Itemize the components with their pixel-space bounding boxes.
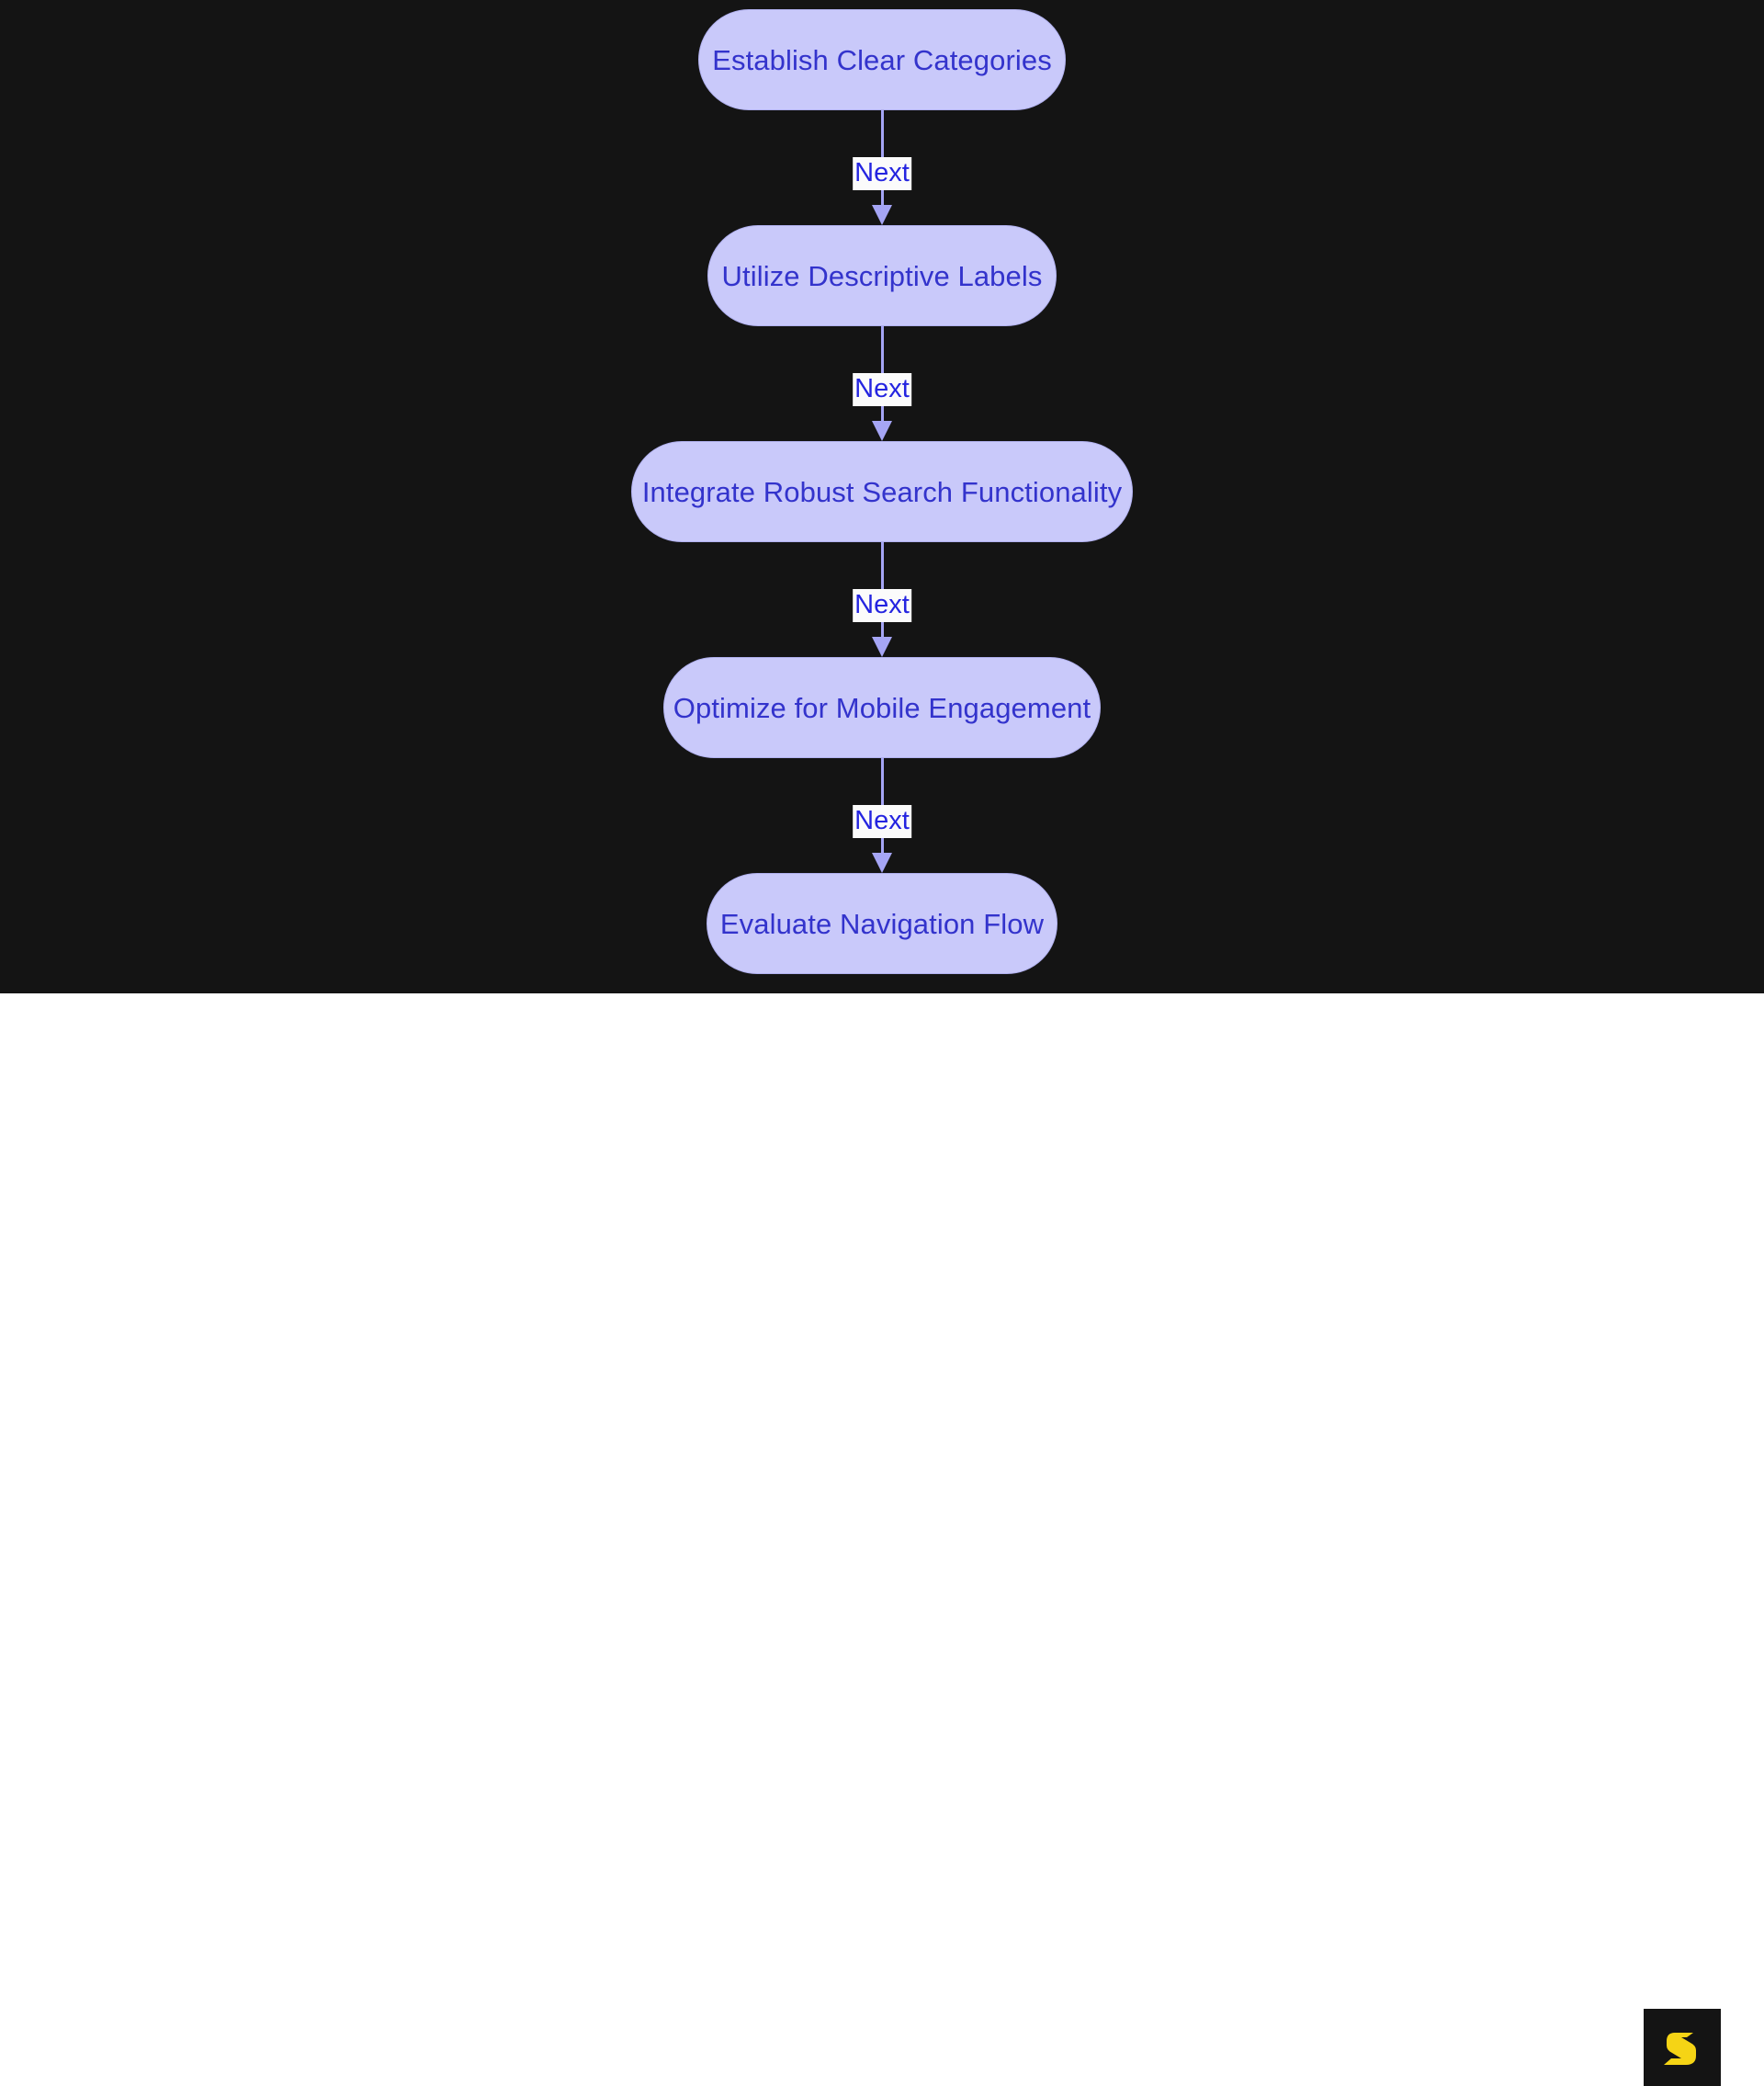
footer-bar [0,993,1764,2086]
arrow-head-icon [872,637,892,657]
flow-node-establish-clear-categories[interactable]: Establish Clear Categories [698,9,1066,110]
flowchart: Establish Clear Categories Next Utilize … [0,0,1764,993]
connector-label: Next [853,589,911,622]
connector-label: Next [853,157,911,190]
flow-node-optimize-for-mobile-engagement[interactable]: Optimize for Mobile Engagement [663,657,1101,758]
flow-node-label: Establish Clear Categories [712,43,1052,76]
connector-label: Next [853,373,911,406]
flow-node-label: Evaluate Navigation Flow [719,907,1045,940]
flow-connector-4: Next [853,758,911,873]
flow-node-utilize-descriptive-labels[interactable]: Utilize Descriptive Labels [707,225,1057,326]
diagram-stage: Establish Clear Categories Next Utilize … [0,0,1764,993]
arrow-head-icon [872,205,892,225]
connector-label: Next [853,805,911,838]
flow-connector-2: Next [853,326,911,441]
arrow-head-icon [872,421,892,441]
flow-connector-3: Next [853,542,911,657]
flow-node-evaluate-navigation-flow[interactable]: Evaluate Navigation Flow [707,873,1057,974]
s-monogram-logo-icon [1644,2009,1721,2086]
flow-connector-1: Next [853,110,911,225]
flow-node-label: Integrate Robust Search Functionality [641,475,1123,508]
flow-node-label: Optimize for Mobile Engagement [673,691,1091,724]
flow-node-integrate-robust-search-functionality[interactable]: Integrate Robust Search Functionality [631,441,1133,542]
flow-node-label: Utilize Descriptive Labels [721,259,1043,292]
arrow-head-icon [872,853,892,873]
